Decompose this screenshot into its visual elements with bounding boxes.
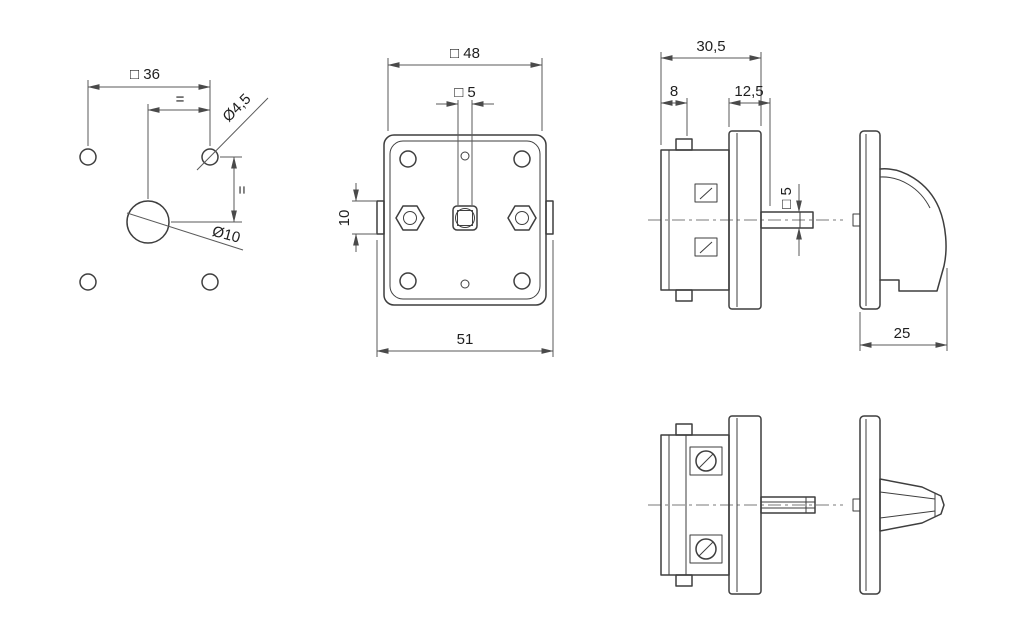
dim-square5-front: □ 5 xyxy=(454,84,476,101)
handle-plate-top xyxy=(859,130,881,310)
hex-nut-right-bore xyxy=(515,211,529,225)
side-terminal-bottom xyxy=(694,237,718,257)
dim-square5-shaft: □ 5 xyxy=(778,187,795,209)
dim-square48: □ 48 xyxy=(450,45,480,62)
dim-equal-top: = xyxy=(176,91,185,108)
hole-bottom-right xyxy=(201,273,219,291)
dim-12-5: 12,5 xyxy=(734,83,763,100)
spindle-boss xyxy=(452,205,478,231)
hole-center-large xyxy=(126,200,170,244)
side2-clip-top xyxy=(675,423,693,436)
side-clip-top xyxy=(675,138,693,151)
dim-equal-right: = xyxy=(234,185,251,194)
front-hole-bl xyxy=(399,272,417,290)
dim-dia-10: Ø10 xyxy=(210,223,242,247)
side2-body xyxy=(660,434,730,576)
view-side-top: 30,5 8 12,5 □ 5 25 xyxy=(648,38,948,351)
hex-nut-right xyxy=(507,205,537,231)
side-body xyxy=(660,149,730,291)
dim-dia-4-5: Ø4,5 xyxy=(219,90,254,125)
handle-plate-tick xyxy=(852,213,861,227)
handle-grip-inner xyxy=(879,176,931,209)
dim-25: 25 xyxy=(894,325,911,342)
handle-grip-profile xyxy=(879,168,947,292)
dim-30-5: 30,5 xyxy=(696,38,725,55)
front-body-inner xyxy=(389,140,541,300)
front-hole-tr xyxy=(513,150,531,168)
handle2-plate-tick xyxy=(852,498,861,512)
side-shaft xyxy=(760,211,814,229)
dim-51: 51 xyxy=(457,331,474,348)
view-front: □ 48 □ 5 10 51 xyxy=(336,45,554,357)
hex-nut-left xyxy=(395,205,425,231)
hole-top-left xyxy=(79,148,97,166)
view-drill-pattern: □ 36 = = Ø4,5 Ø10 xyxy=(79,66,269,291)
hole-top-right xyxy=(201,148,219,166)
side-terminal-top xyxy=(694,183,718,203)
side2-clip-bottom xyxy=(675,574,693,587)
front-hole-br xyxy=(513,272,531,290)
front-pilot-top xyxy=(460,151,470,161)
front-pilot-bottom xyxy=(460,279,470,289)
handle2-plate xyxy=(859,415,881,595)
front-tab-left xyxy=(376,200,385,235)
view-side-bottom xyxy=(648,415,945,595)
terminal-screw-bottom xyxy=(695,538,717,560)
side2-shaft xyxy=(760,496,816,514)
dim-10: 10 xyxy=(336,210,353,227)
side2-terminal-top xyxy=(689,446,723,476)
spindle-square-hole xyxy=(457,210,473,226)
dim-8: 8 xyxy=(670,83,678,100)
hole-bottom-left xyxy=(79,273,97,291)
front-tab-right xyxy=(545,200,554,235)
handle2-knob xyxy=(879,478,945,532)
spindle-circle xyxy=(455,208,475,228)
front-hole-tl xyxy=(399,150,417,168)
side-clip-bottom xyxy=(675,289,693,302)
side2-terminal-bottom xyxy=(689,534,723,564)
terminal-screw-top xyxy=(695,450,717,472)
dim-square36: □ 36 xyxy=(130,66,160,83)
hex-nut-left-bore xyxy=(403,211,417,225)
